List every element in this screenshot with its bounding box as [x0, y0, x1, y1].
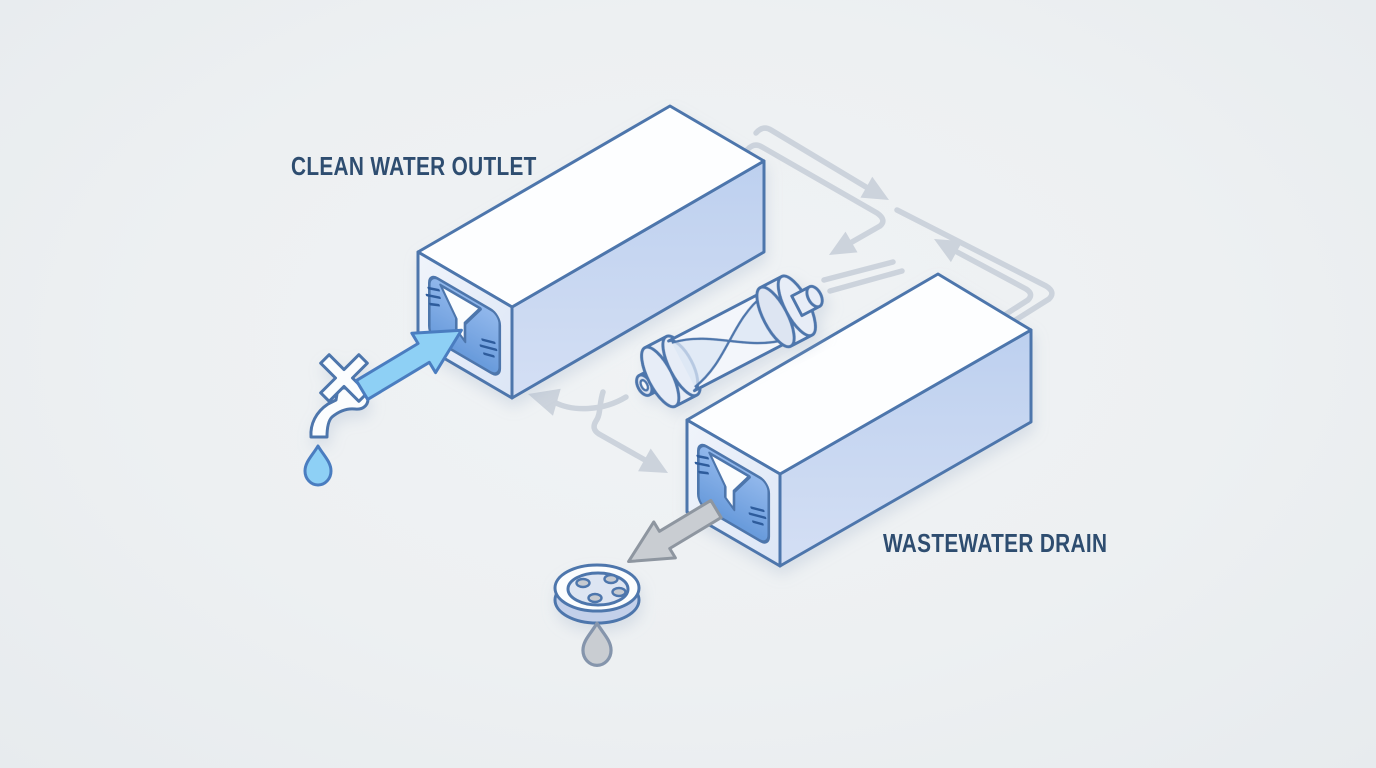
funnel-icon [694, 451, 767, 526]
pipe-cartridge-link-a [821, 259, 896, 283]
flow-arrow-icon [528, 388, 561, 416]
pipe-mid-to-cleanbox [551, 394, 629, 412]
flow-arrow-icon [934, 239, 963, 263]
pipe-cartridge-link-b [827, 268, 905, 294]
clean-water-drop-icon [303, 444, 333, 487]
flow-arrow-icon [829, 231, 858, 255]
filter-box-waste [685, 272, 1033, 568]
waste-water-arrow-icon [627, 498, 723, 564]
label-wastewater-drain: WASTEWATER DRAIN [883, 528, 1108, 558]
drain-icon [553, 563, 641, 625]
filter-box-clean [416, 104, 766, 400]
membrane-cartridge-icon [635, 274, 824, 409]
funnel-icon [425, 283, 498, 358]
flow-arrow-icon [638, 448, 668, 473]
pipe-mid-to-wastebox [591, 389, 648, 463]
pipe-top-a [753, 125, 869, 190]
clean-water-arrow-icon [354, 328, 463, 401]
flow-pipes [528, 125, 1055, 473]
pipe-top-b [744, 142, 886, 245]
faucet-icon [309, 353, 370, 439]
wastewater-drop-icon [581, 621, 613, 667]
outlet-panel [694, 443, 771, 544]
inlet-panel [425, 275, 502, 376]
label-clean-water-outlet: CLEAN WATER OUTLET [291, 151, 537, 181]
flow-arrow-icon [860, 176, 889, 200]
